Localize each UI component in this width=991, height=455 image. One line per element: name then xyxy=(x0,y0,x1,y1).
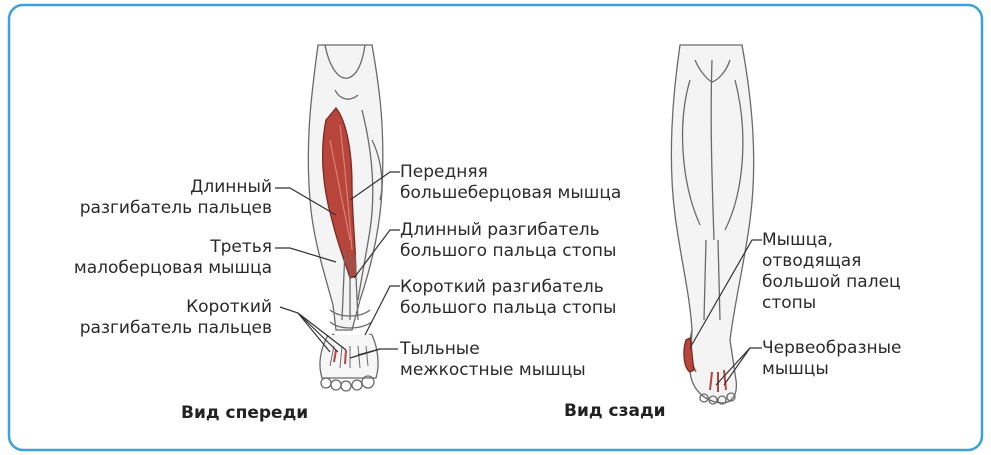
label-line: Длинный разгибатель xyxy=(400,220,616,241)
label-line: Мышца, xyxy=(762,230,901,251)
label-line: Червеобразные xyxy=(762,338,902,359)
label-line: отводящая xyxy=(762,251,901,272)
label-line: Короткий xyxy=(40,297,272,318)
label-abductor-hallucis: Мышца, отводящая большой палец стопы xyxy=(762,230,901,314)
label-line: Передняя xyxy=(400,162,621,183)
label-line: большеберцовая мышца xyxy=(400,183,621,204)
label-line: большого пальца стопы xyxy=(400,298,616,319)
label-extensor-digitorum-brevis: Короткий разгибатель пальцев xyxy=(40,297,272,339)
label-extensor-hallucis-brevis: Короткий разгибатель большого пальца сто… xyxy=(400,277,616,319)
label-lumbricals: Червеобразные мышцы xyxy=(762,338,902,380)
label-line: Длинный xyxy=(40,177,272,198)
label-line: большой палец xyxy=(762,272,901,293)
label-line: малоберцовая мышца xyxy=(40,258,272,279)
label-line: большого пальца стопы xyxy=(400,241,616,262)
label-tibialis-anterior: Передняя большеберцовая мышца xyxy=(400,162,621,204)
label-dorsal-interossei: Тыльные межкостные мышцы xyxy=(400,339,586,381)
label-line: Тыльные xyxy=(400,339,586,360)
label-line: мышцы xyxy=(762,359,902,380)
label-line: разгибатель пальцев xyxy=(40,198,272,219)
label-peroneus-tertius: Третья малоберцовая мышца xyxy=(40,237,272,279)
label-line: Короткий разгибатель xyxy=(400,277,616,298)
label-line: стопы xyxy=(762,293,901,314)
label-line: разгибатель пальцев xyxy=(40,318,272,339)
front-view-caption: Вид спереди xyxy=(181,403,308,423)
label-line: Третья xyxy=(40,237,272,258)
label-long-extensor-digitorum: Длинный разгибатель пальцев xyxy=(40,177,272,219)
back-view-caption: Вид сзади xyxy=(564,401,666,421)
label-extensor-hallucis-longus: Длинный разгибатель большого пальца стоп… xyxy=(400,220,616,262)
label-line: межкостные мышцы xyxy=(400,360,586,381)
